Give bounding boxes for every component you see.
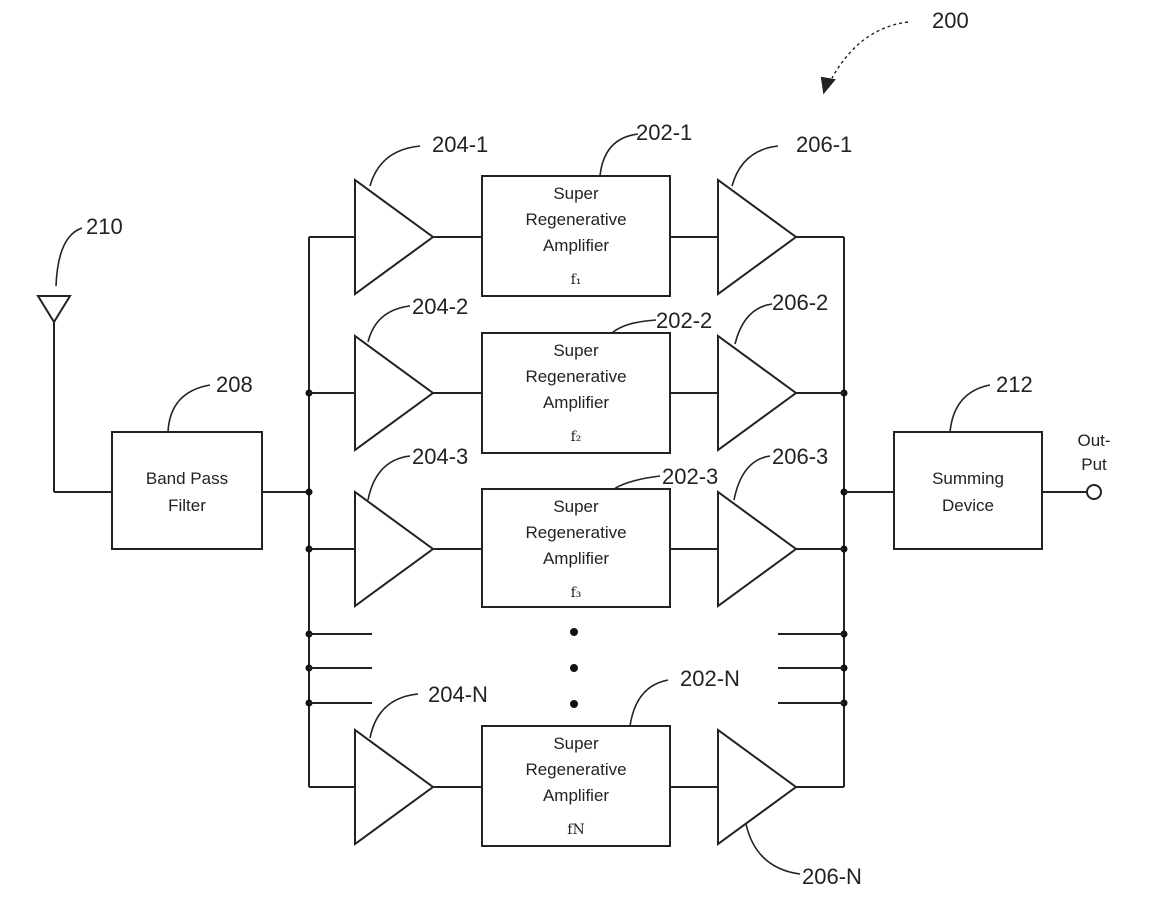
super-regenerative-amplifier-block (481, 725, 671, 847)
antenna-icon (36, 295, 72, 324)
sra-label-line1: Super (553, 497, 599, 516)
sra-label-line1: Super (553, 341, 599, 360)
branch-n: Super Regenerative Amplifier fN 204-N 20… (309, 666, 862, 889)
antenna-ref-label: 210 (86, 214, 123, 239)
output-terminal-icon (1086, 484, 1102, 500)
input-amp-ref-leader (367, 455, 411, 501)
band-pass-filter-ref-label: 208 (216, 372, 253, 397)
sra-frequency-label: f₁ (571, 272, 582, 288)
figure-ref-arrowhead (820, 76, 836, 95)
sra-ref-label: 202-N (680, 666, 740, 691)
sra-ref-label: 202-1 (636, 120, 692, 145)
super-regenerative-amplifier-block (481, 175, 671, 297)
super-regenerative-amplifier-block (481, 488, 671, 608)
input-amp-ref-label: 204-N (428, 682, 488, 707)
input-bus-node (305, 488, 313, 496)
output-amp-ref-leader (745, 823, 801, 875)
summing-device-block (893, 431, 1043, 550)
output-amp-ref-leader (733, 455, 771, 501)
input-amp-ref-leader (367, 305, 411, 343)
super-regenerative-amplifier-block (481, 332, 671, 454)
band-pass-filter-block (111, 431, 263, 550)
summing-device-ref-label: 212 (996, 372, 1033, 397)
output-amplifier (717, 490, 798, 608)
sra-ref-leader (613, 475, 661, 490)
antenna (36, 295, 112, 493)
output-label-line2: Put (1081, 455, 1107, 474)
input-amp-ref-label: 204-3 (412, 444, 468, 469)
antenna-ref-leader (55, 227, 83, 287)
output-amp-ref-leader (734, 303, 773, 345)
output-amp-ref-leader (731, 145, 779, 187)
figure-ref-label: 200 (932, 8, 969, 33)
input-amp-ref-leader (369, 693, 419, 739)
sra-frequency-label: f₂ (571, 429, 582, 445)
band-pass-filter-label-line2: Filter (168, 496, 206, 515)
output-amp-ref-label: 206-N (802, 864, 862, 889)
output-amplifier (717, 728, 798, 846)
input-amplifier (354, 334, 435, 452)
input-amplifier (354, 728, 435, 846)
output-label-line1: Out- (1077, 431, 1110, 450)
input-amp-ref-label: 204-2 (412, 294, 468, 319)
ellipsis-dot (570, 628, 578, 636)
sra-ref-leader (611, 319, 657, 334)
input-amp-ref-label: 204-1 (432, 132, 488, 157)
summing-device-label-line1: Summing (932, 469, 1004, 488)
sra-ref-leader (629, 679, 669, 727)
ellipsis-dot (570, 700, 578, 708)
sra-ref-label: 202-2 (656, 308, 712, 333)
sra-label-line1: Super (553, 734, 599, 753)
figure-ref-leader (831, 21, 909, 79)
sra-label-line3: Amplifier (543, 786, 609, 805)
sra-label-line3: Amplifier (543, 393, 609, 412)
output-amp-ref-label: 206-2 (772, 290, 828, 315)
sra-ref-leader (599, 133, 639, 177)
sra-label-line3: Amplifier (543, 236, 609, 255)
summing-device-label-line2: Device (942, 496, 994, 515)
summing-device-ref-leader (949, 384, 991, 433)
output-amplifier (717, 178, 798, 296)
band-pass-filter-ref-leader (167, 384, 211, 433)
sra-label-line3: Amplifier (543, 549, 609, 568)
output-amplifier (717, 334, 798, 452)
sra-frequency-label: fN (567, 822, 584, 838)
output-amp-ref-label: 206-3 (772, 444, 828, 469)
branch-1: Super Regenerative Amplifier f₁ 204-1 20… (309, 120, 852, 297)
sra-label-line2: Regenerative (525, 210, 626, 229)
branch-3: Super Regenerative Amplifier f₃ 204-3 20… (309, 444, 844, 608)
sra-label-line2: Regenerative (525, 523, 626, 542)
band-pass-filter-label-line1: Band Pass (146, 469, 228, 488)
output-amp-ref-label: 206-1 (796, 132, 852, 157)
sra-frequency-label: f₃ (571, 585, 582, 601)
sra-ref-label: 202-3 (662, 464, 718, 489)
sra-label-line2: Regenerative (525, 367, 626, 386)
input-amplifier (354, 490, 435, 608)
sra-label-line2: Regenerative (525, 760, 626, 779)
ellipsis-dot (570, 664, 578, 672)
branch-2: Super Regenerative Amplifier f₂ 204-2 20… (309, 290, 844, 454)
input-amp-ref-leader (369, 145, 421, 187)
input-amplifier (354, 178, 435, 296)
sra-label-line1: Super (553, 184, 599, 203)
